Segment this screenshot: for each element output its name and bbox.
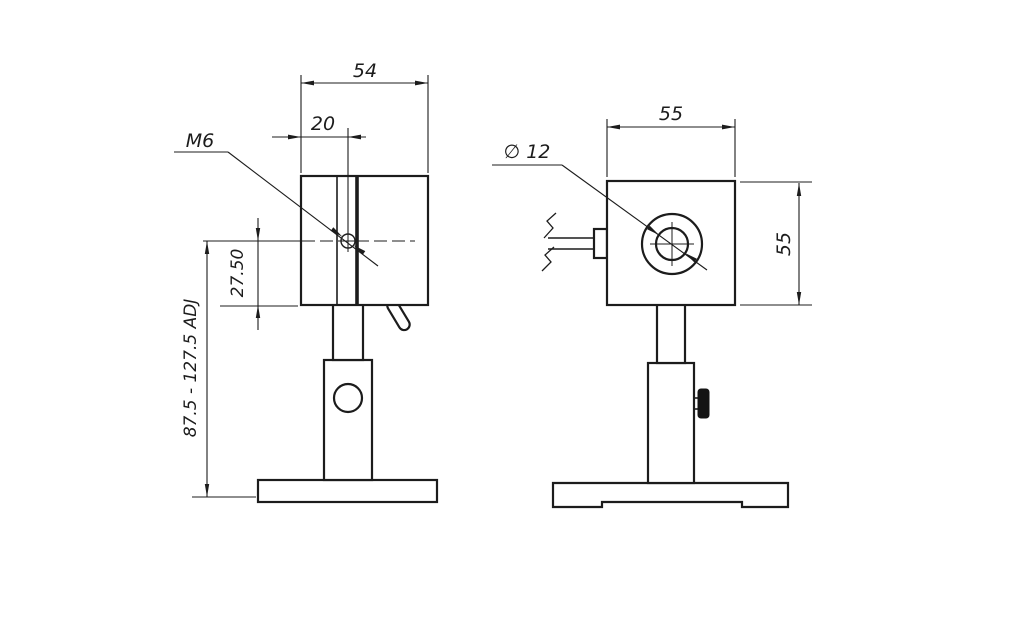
dim-center-to-bottom: 27.50 xyxy=(220,218,298,330)
dim-label-27-50: 27.50 xyxy=(228,249,248,298)
side-post-upper xyxy=(331,301,365,362)
front-base-plate xyxy=(551,481,790,509)
front-view: ∅ 12 55 55 xyxy=(492,103,812,509)
dim-label-54: 54 xyxy=(353,60,377,82)
cable-connector xyxy=(592,227,609,260)
cable-break-upper xyxy=(543,212,557,239)
dim-label-55-top: 55 xyxy=(659,103,683,125)
dim-label-diameter-12: ∅ 12 xyxy=(504,141,551,163)
aperture-callout: ∅ 12 xyxy=(492,141,708,271)
m6-callout: M6 xyxy=(174,130,379,267)
m6-label: M6 xyxy=(186,130,214,152)
dim-total-width: 54 xyxy=(300,60,429,173)
dim-front-width: 55 xyxy=(606,103,736,177)
side-post-lower xyxy=(322,358,374,482)
cable xyxy=(541,212,609,272)
dim-height-adjust: 87.5 - 127.5 ADJ xyxy=(181,241,256,498)
front-post-lower xyxy=(646,361,696,485)
dim-label-adjust-range: 87.5 - 127.5 ADJ xyxy=(181,299,201,438)
front-post-upper xyxy=(655,301,687,365)
dim-label-20: 20 xyxy=(311,113,335,135)
dim-hole-offset: 20 xyxy=(272,113,366,140)
dim-label-55-right: 55 xyxy=(773,232,795,256)
dim-front-height: 55 xyxy=(740,181,812,306)
side-view: 54 20 M6 27.50 xyxy=(174,60,439,504)
cable-break-lower xyxy=(541,246,555,272)
side-base-plate xyxy=(256,478,439,504)
side-post-thumbscrew-hole xyxy=(332,382,364,414)
thumbscrew xyxy=(694,388,710,419)
